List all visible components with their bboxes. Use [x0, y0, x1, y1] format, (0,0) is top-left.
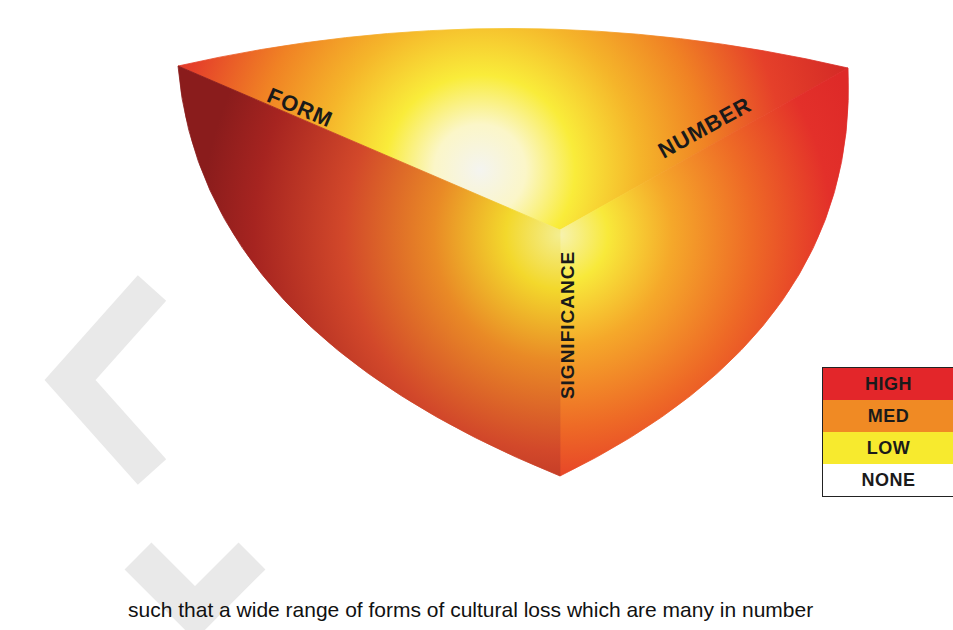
- axis-label: SIGNIFICANCE: [557, 251, 579, 399]
- legend-row: MED: [823, 400, 953, 432]
- legend-label: LOW: [867, 438, 911, 458]
- legend-box: HIGH MED LOW NONE: [822, 367, 953, 497]
- body-text: such that a wide range of forms of cultu…: [128, 598, 813, 622]
- left-face: [178, 66, 560, 476]
- legend-row: LOW: [823, 432, 953, 464]
- legend-row: HIGH: [823, 368, 953, 400]
- legend-label: NONE: [861, 470, 915, 490]
- watermark-chevron: [70, 288, 152, 472]
- legend-label: MED: [868, 406, 910, 426]
- octant-shape: FORMNUMBERSIGNIFICANCE: [170, 15, 860, 485]
- right-face: [560, 68, 848, 476]
- legend-label: HIGH: [865, 374, 912, 394]
- legend-row: NONE: [823, 464, 953, 496]
